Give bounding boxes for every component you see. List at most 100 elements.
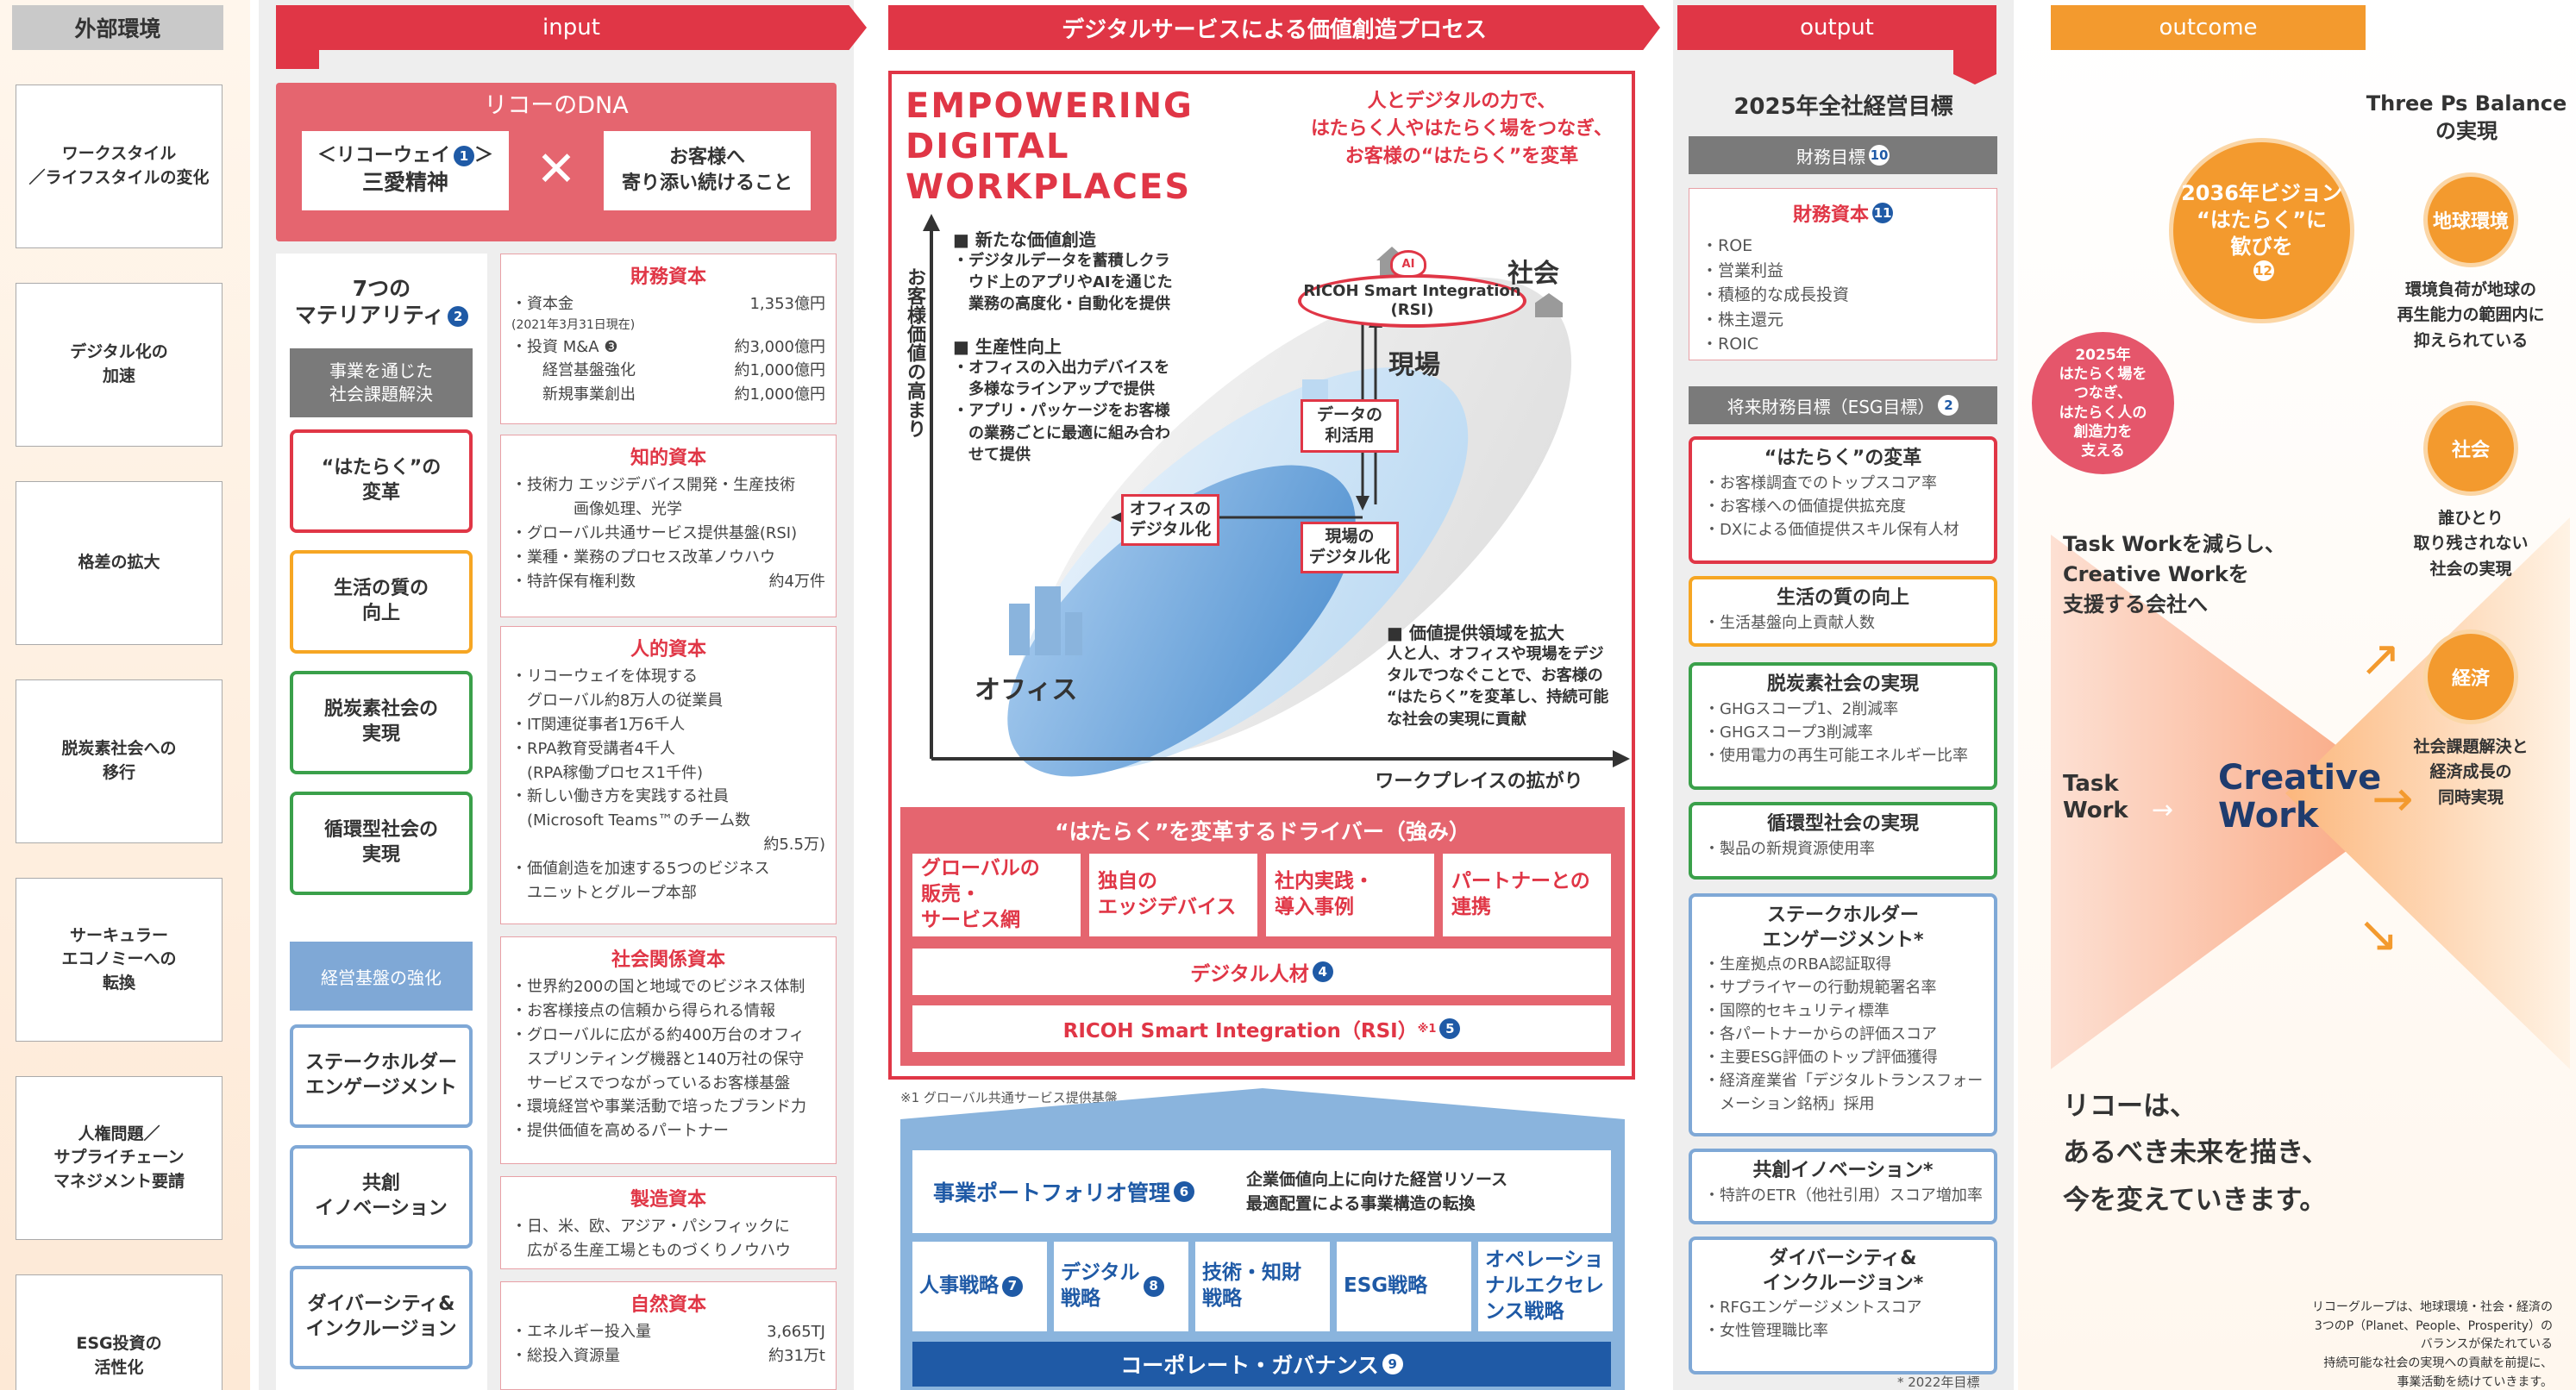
output-group-title: ダイバーシティ& インクルージョン* xyxy=(1762,1248,1924,1294)
ai-icon: AI xyxy=(1390,250,1426,278)
xaxis-label: ワークプレイスの拡がり xyxy=(1375,771,1583,792)
capital-line-text: ・投資 M&A ❸ xyxy=(511,337,618,356)
capital-line: ・新しい働き方を実践する社員 xyxy=(501,785,836,809)
output-group-item: ・製品の新規資源使用率 xyxy=(1704,839,1875,858)
capital-line-text: ユニットとグループ本部 xyxy=(511,884,697,903)
output-group-title: 生活の質の向上 xyxy=(1776,587,1909,609)
strategy-label: 技術・知財 戦略 xyxy=(1202,1262,1301,1310)
task-label: Task Work xyxy=(2063,771,2128,824)
badge-6: 6 xyxy=(1174,1181,1195,1202)
ps-circle: 地球環境 xyxy=(2423,172,2518,267)
output-group: 生活の質の向上・生活基盤向上貢献人数 xyxy=(1689,576,1997,647)
strategy-badge: 7 xyxy=(1002,1276,1023,1297)
capital-line-text: ・IT関連従事者1万6千人 xyxy=(511,715,686,734)
ps-desc: 環境負荷が地球の 再生能力の範囲内に 抑えられている xyxy=(2397,280,2545,350)
capital-line-text: 広がる生産工場とものづくりノウハウ xyxy=(511,1241,791,1260)
note2: ・オフィスの入出力デバイスを 多様なラインアップで提供 ・アプリ・パッケージをお… xyxy=(953,359,1170,464)
header-process-label: デジタルサービスによる価値創造プロセス xyxy=(1062,16,1487,43)
capital-box: 社会関係資本・世界約200の国と地域でのビジネス体制・お客様接点の信頼から得られ… xyxy=(500,936,837,1164)
building-icon xyxy=(1009,604,1030,655)
fin-head-label: 財務目標 xyxy=(1796,146,1865,167)
capital-line: 新規事業創出約1,000億円 xyxy=(501,383,836,407)
capital-line-value: 約31万t xyxy=(768,1346,825,1365)
capital-line-value: 約3,000億円 xyxy=(734,337,825,356)
output-group-title: ステークホルダー エンゲージメント* xyxy=(1762,905,1924,951)
strategy-label: 人事戦略 xyxy=(919,1274,999,1298)
esg-head: 将来財務目標（ESG目標）2 xyxy=(1689,386,1997,424)
header-output-label: output xyxy=(1800,15,1874,41)
capital-line-text: ・世界約200の国と地域でのビジネス体制 xyxy=(511,978,805,996)
output-group-item: ・主要ESG評価のトップ評価獲得 xyxy=(1704,1049,1938,1068)
capital-line-text: ・資本金 xyxy=(511,295,573,313)
capital-line-text: ・提供価値を高めるパートナー xyxy=(511,1122,729,1141)
output-group-item: ・RFGエンゲージメントスコア xyxy=(1704,1299,1922,1318)
capital-line: ・リコーウェイを体現する xyxy=(501,665,836,689)
empower-title: EMPOWERING DIGITAL WORKPLACES xyxy=(906,86,1194,208)
capital-line-text: 経営基盤強化 xyxy=(511,361,636,380)
ps-circle: 経済 xyxy=(2423,629,2518,724)
yaxis-label: お客様価値の高まり xyxy=(904,267,925,438)
capital-line: ・価値創造を加速する5つのビジネス xyxy=(501,857,836,881)
capital-line-text: (RPA稼働プロセス1千件) xyxy=(511,763,704,782)
capital-line: ・投資 M&A ❸ 約3,000億円 xyxy=(501,335,836,360)
capital-title: 知的資本 xyxy=(630,448,706,469)
fin-item: ・ROIC xyxy=(1702,335,1759,354)
digital-talent-label: デジタル人材 xyxy=(1190,963,1309,986)
task-text: Task Workを減らし、 Creative Workを 支援する会社へ xyxy=(2063,532,2285,617)
value-diagram xyxy=(923,214,1630,777)
output-group-item: ・生産拠点のRBA認証取得 xyxy=(1704,955,1892,974)
esg-head-label: 将来財務目標（ESG目標） xyxy=(1727,396,1935,417)
strategy-label: デジタル 戦略 xyxy=(1061,1262,1140,1310)
driver-cell: 独自の エッジデバイス xyxy=(1089,854,1257,936)
note3: 人と人、オフィスや現場をデジ タルでつなぐことで、お客様の “はたらく”を変革し… xyxy=(1387,645,1609,729)
capital-line-value: 約4万件 xyxy=(768,572,825,591)
fin-item: ・営業利益 xyxy=(1702,260,1784,280)
badge-1: 1 xyxy=(454,146,474,167)
header-output: output xyxy=(1677,5,1996,50)
capital-line: サービスでつながっているお客様基盤 xyxy=(501,1072,836,1096)
output-group-item: ・DXによる価値提供スキル保有人材 xyxy=(1704,520,1959,539)
capital-line-text: ・RPA教育受講者4千人 xyxy=(511,739,675,758)
materiality-item: “はたらく”の 変革 xyxy=(290,429,473,533)
driver-cell: グローバルの 販売・ サービス網 xyxy=(912,854,1081,936)
capital-line-value: 約5.5万) xyxy=(763,836,825,855)
capital-line-text: グローバル約8万人の従業員 xyxy=(511,691,724,710)
dna-left2: 三愛精神 xyxy=(361,170,448,196)
fin-item: ・積極的な成長投資 xyxy=(1702,285,1850,304)
output-group-title: 共創イノベーション* xyxy=(1752,1160,1934,1181)
materiality-sec2: 経営基盤の強化 xyxy=(290,942,473,1011)
header-outcome-label: outcome xyxy=(2159,15,2258,41)
genba-label: 現場 xyxy=(1388,350,1440,380)
dna-cross-icon: ✕ xyxy=(536,141,577,197)
governance-label: コーポレート・ガバナンス xyxy=(1120,1353,1379,1378)
capital-line-text: 画像処理、光学 xyxy=(511,499,682,518)
fin-item: ・ROE xyxy=(1702,236,1753,255)
output-group-item: ・GHGスコープ1、2削減率 xyxy=(1704,699,1899,718)
badge-10: 10 xyxy=(1869,145,1890,166)
x-axis-arrow xyxy=(1613,750,1630,767)
fin-cap-label: 財務資本 xyxy=(1792,204,1869,226)
capital-line: (2021年3月31日現在) xyxy=(501,316,836,335)
capital-line: ・グローバル共通サービス提供基盤(RSI) xyxy=(501,522,836,546)
materiality-title-text: 7つの マテリアリティ xyxy=(294,275,445,328)
dna-left-end: ＞ xyxy=(474,145,494,167)
strategy-cell: オペレーショ ナルエクセレ ンス戦略 xyxy=(1478,1242,1613,1331)
driver-cell: パートナーとの 連携 xyxy=(1443,854,1611,936)
capital-line: ・環境経営や事業活動で培ったブランド力 xyxy=(501,1095,836,1119)
vision-text: 2036年ビジョン “はたらく”に 歓びを xyxy=(2181,180,2342,260)
materiality-item: 脱炭素社会の 実現 xyxy=(290,671,473,774)
tagline: 人とデジタルの力で、 はたらく人やはたらく場をつなぎ、 お客様の“はたらく”を変… xyxy=(1310,91,1614,167)
capital-line-text: サービスでつながっているお客様基盤 xyxy=(511,1074,791,1093)
external-item: サーキュラー エコノミーへの 転換 xyxy=(16,878,223,1042)
output-group-title: “はたらく”の変革 xyxy=(1764,448,1922,469)
ps-circle: 社会 xyxy=(2423,401,2518,496)
output-group: 循環型社会の実現・製品の新規資源使用率 xyxy=(1689,802,1997,880)
strategy-cell: ESG戦略 xyxy=(1337,1242,1471,1331)
